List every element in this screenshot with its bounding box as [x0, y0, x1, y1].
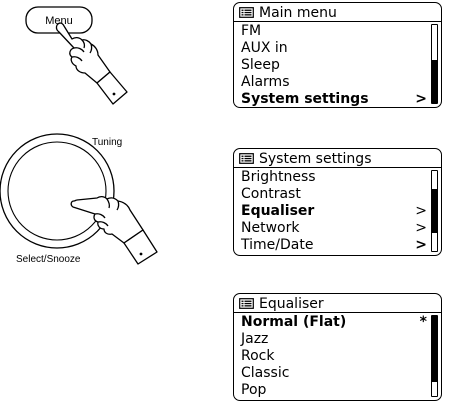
- scrollbar[interactable]: [431, 315, 438, 397]
- tuning-knob[interactable]: [0, 134, 114, 248]
- menu-item-label: Sleep: [241, 57, 280, 73]
- tuning-label: Tuning: [92, 137, 122, 148]
- menu-item-label: System settings: [241, 91, 369, 107]
- divider: [234, 21, 441, 22]
- selected-asterisk-icon: *: [420, 314, 427, 331]
- menu-item-label: Time/Date: [241, 237, 313, 253]
- scrollbar[interactable]: [431, 170, 438, 252]
- menu-item-fm[interactable]: FM: [241, 23, 427, 40]
- menu-item-label: Brightness: [241, 169, 316, 185]
- menu-item-label: Jazz: [241, 331, 268, 347]
- lcd-screen-main-menu: Main menu FM AUX in Sleep Alarms System …: [233, 2, 442, 108]
- menu-item-label: Pop: [241, 382, 266, 398]
- menu-item-label: Contrast: [241, 186, 301, 202]
- menu-item-rock[interactable]: Rock: [241, 348, 427, 365]
- menu-item-label: Normal (Flat): [241, 314, 346, 330]
- screen-header: Main menu: [239, 4, 435, 21]
- scrollbar-thumb[interactable]: [432, 189, 437, 233]
- chevron-right-icon: >: [415, 91, 427, 108]
- chevron-right-icon: >: [415, 220, 427, 237]
- menu-item-label: FM: [241, 23, 261, 39]
- menu-item-brightness[interactable]: Brightness: [241, 169, 427, 186]
- screen-header: System settings: [239, 150, 435, 167]
- menu-item-pop[interactable]: Pop: [241, 382, 427, 399]
- menu-item-system-settings[interactable]: System settings >: [241, 91, 427, 108]
- screen-title: System settings: [259, 151, 372, 167]
- list-menu-icon: [239, 153, 254, 164]
- menu-item-network[interactable]: Network >: [241, 220, 427, 237]
- menu-item-label: Alarms: [241, 74, 290, 90]
- chevron-right-icon: >: [415, 237, 427, 254]
- menu-item-jazz[interactable]: Jazz: [241, 331, 427, 348]
- menu-item-sleep[interactable]: Sleep: [241, 57, 427, 74]
- chevron-right-icon: >: [415, 203, 427, 220]
- menu-item-label: Network: [241, 220, 299, 236]
- menu-item-label: Rock: [241, 348, 274, 364]
- menu-item-aux-in[interactable]: AUX in: [241, 40, 427, 57]
- menu-item-label: Equaliser: [241, 203, 314, 219]
- lcd-screen-equaliser: Equaliser Normal (Flat) * Jazz Rock Clas…: [233, 293, 442, 401]
- menu-item-classic[interactable]: Classic: [241, 365, 427, 382]
- menu-item-label: Classic: [241, 365, 289, 381]
- menu-item-contrast[interactable]: Contrast: [241, 186, 427, 203]
- menu-item-label: AUX in: [241, 40, 288, 56]
- menu-item-alarms[interactable]: Alarms: [241, 74, 427, 91]
- scrollbar-thumb[interactable]: [432, 60, 437, 103]
- menu-item-normal-flat[interactable]: Normal (Flat) *: [241, 314, 427, 331]
- screen-title: Equaliser: [259, 296, 324, 312]
- screen-header: Equaliser: [239, 295, 435, 312]
- pointing-hand-icon: [56, 23, 127, 104]
- divider: [234, 312, 441, 313]
- screen-title: Main menu: [259, 5, 337, 21]
- scrollbar-thumb[interactable]: [432, 316, 437, 382]
- list-menu-icon: [239, 298, 254, 309]
- scrollbar[interactable]: [431, 24, 438, 104]
- menu-item-time-date[interactable]: Time/Date >: [241, 237, 427, 254]
- device-illustration: Menu Tuning Select/Snooze: [0, 0, 230, 404]
- divider: [234, 167, 441, 168]
- menu-item-equaliser[interactable]: Equaliser >: [241, 203, 427, 220]
- select-snooze-label: Select/Snooze: [16, 254, 81, 265]
- list-menu-icon: [239, 7, 254, 18]
- lcd-screen-system-settings: System settings Brightness Contrast Equa…: [233, 148, 442, 256]
